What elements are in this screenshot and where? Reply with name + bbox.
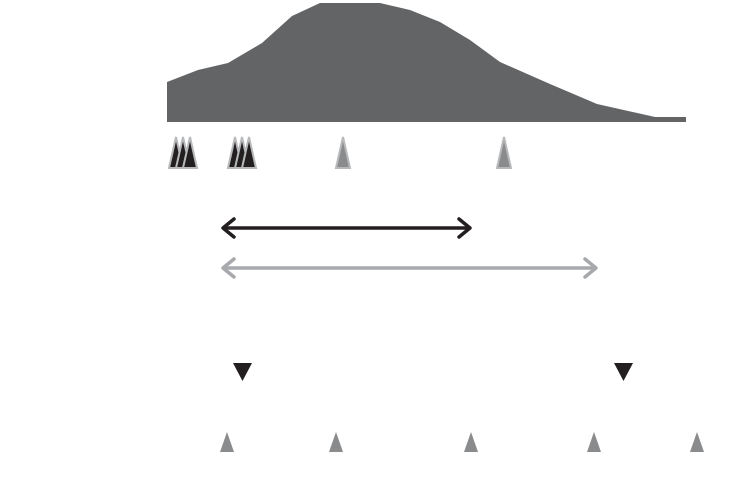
dark-triangle-marker xyxy=(181,136,199,169)
grey-double-arrow xyxy=(221,257,598,279)
grey-triangle-marker xyxy=(464,432,478,452)
grey-triangle-marker xyxy=(220,432,234,452)
down-triangle-marker xyxy=(614,363,633,381)
density-area xyxy=(167,3,686,122)
grey-triangle-marker xyxy=(495,136,513,169)
grey-triangle-marker xyxy=(334,136,352,169)
event-markers-top xyxy=(167,136,513,169)
event-markers-bottom xyxy=(220,432,704,452)
grey-triangle-marker xyxy=(329,432,343,452)
dark-triangle-marker xyxy=(240,136,258,169)
down-triangle-marker xyxy=(233,363,252,381)
grey-triangle-marker xyxy=(690,432,704,452)
grey-triangle-marker xyxy=(587,432,601,452)
black-double-arrow xyxy=(221,217,472,239)
